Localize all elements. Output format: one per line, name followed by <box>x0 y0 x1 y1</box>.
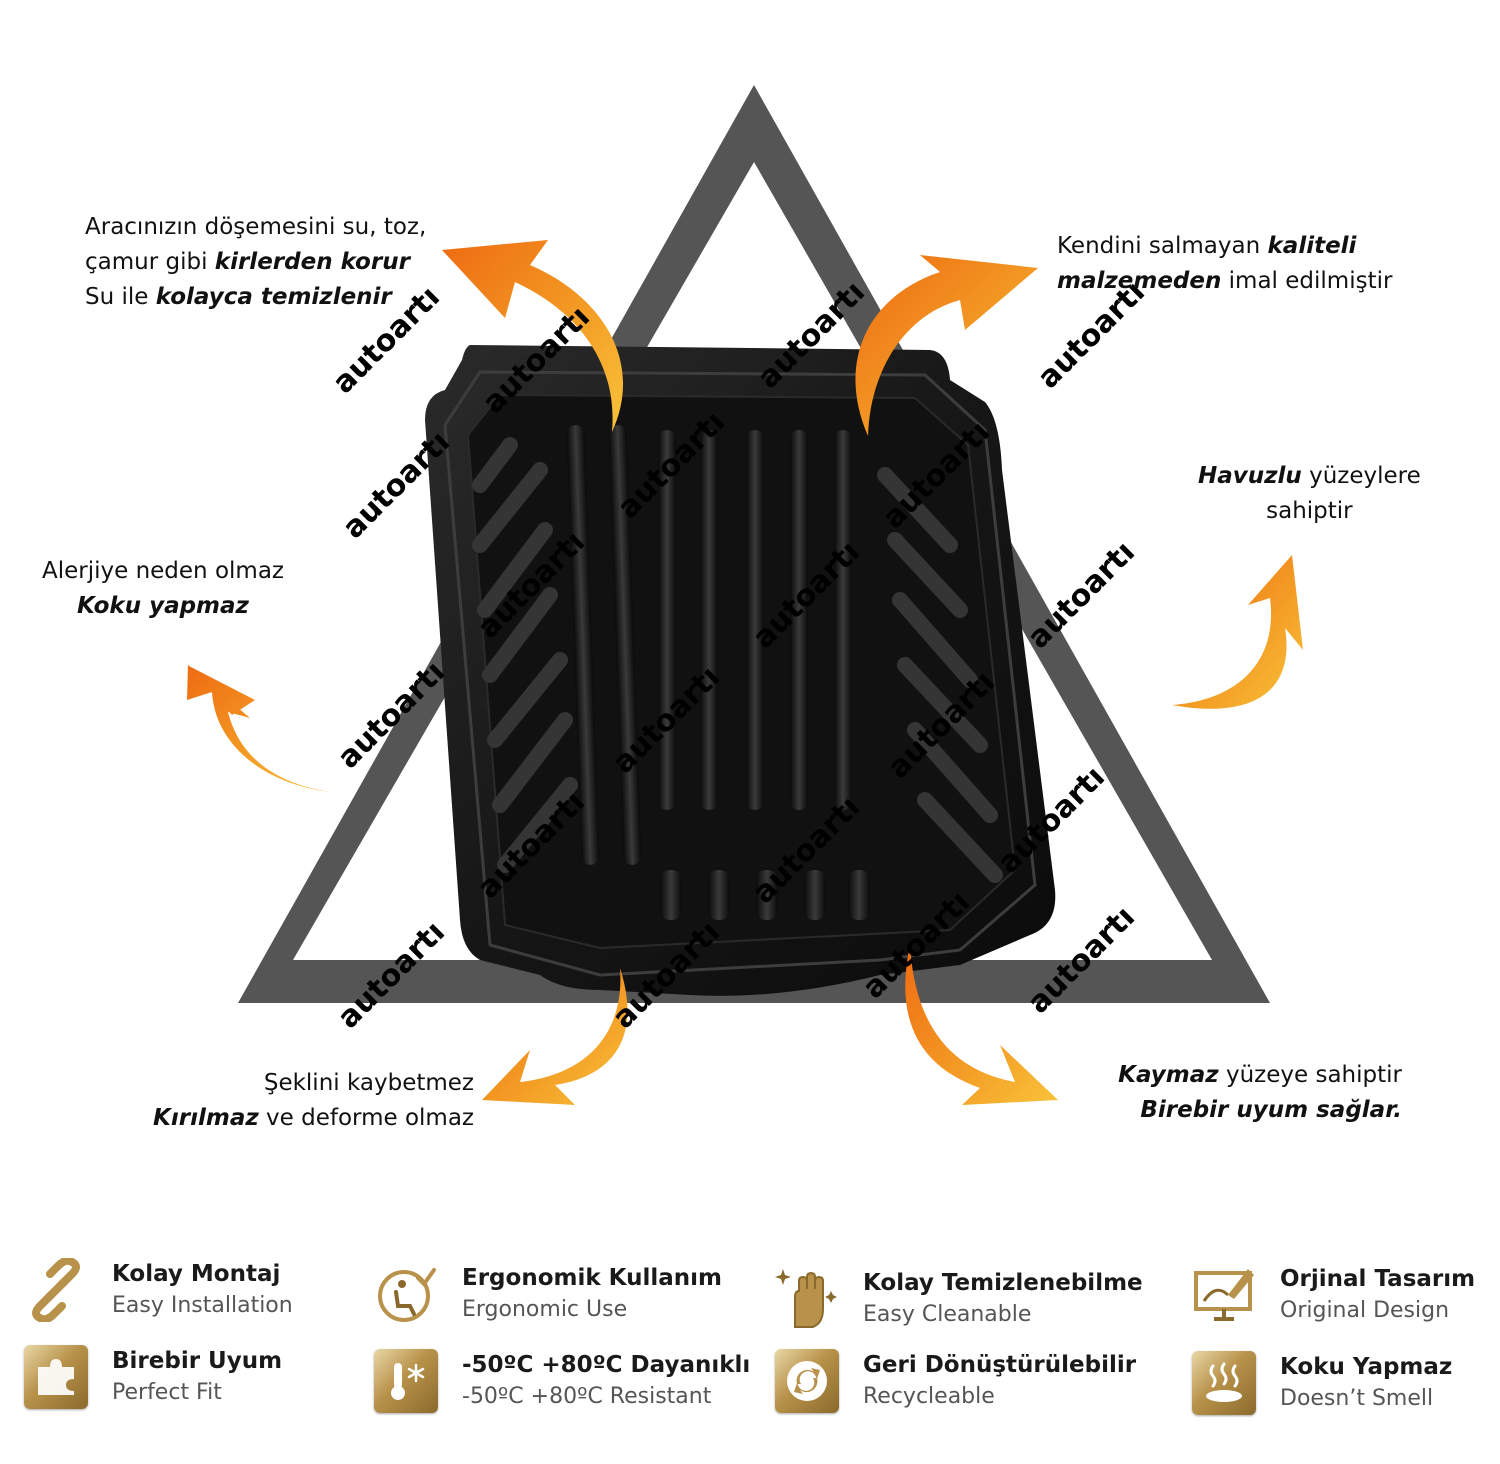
callout-line: Aracınızın döşemesini su, toz, <box>85 210 426 245</box>
feature-birebir-uyum: Birebir Uyum Perfect Fit <box>24 1342 384 1412</box>
callout-line: Koku yapmaz <box>42 589 284 624</box>
arrow-mid-right <box>1172 555 1303 709</box>
arrow-top-left <box>442 240 624 432</box>
feature-title: Ergonomik Kullanım <box>462 1265 722 1291</box>
callout-mid-right: Havuzlu yüzeylere sahiptir <box>1198 459 1421 529</box>
callout-line: Havuzlu yüzeylere <box>1198 459 1421 494</box>
feature-subtitle: Doesn’t Smell <box>1280 1386 1434 1411</box>
callout-line: Alerjiye neden olmaz <box>42 554 284 589</box>
feature-subtitle: Original Design <box>1280 1298 1450 1323</box>
callout-emphasis: kirlerden korur <box>214 249 410 275</box>
callout-line: Kendini salmayan kaliteli <box>1057 229 1392 264</box>
callout-emphasis: Birebir uyum sağlar. <box>1140 1097 1402 1123</box>
feature-subtitle: Recycleable <box>863 1384 995 1409</box>
callout-text: imal edilmiştir <box>1221 268 1393 294</box>
callout-line: Kaymaz yüzeye sahiptir <box>1100 1058 1402 1093</box>
trunk-tray-image <box>425 345 1056 996</box>
arrow-top-right <box>855 255 1038 436</box>
callout-line: malzemeden imal edilmiştir <box>1057 264 1392 299</box>
feature-subtitle: -50ºC +80ºC Resistant <box>462 1384 712 1409</box>
feature-title: Geri Dönüştürülebilir <box>863 1352 1137 1378</box>
arrow-bottom-left <box>482 968 628 1105</box>
callout-line: Kırılmaz ve deforme olmaz <box>140 1101 474 1136</box>
product-scene: autoartı autoartı autoartı autoartı auto… <box>187 85 1303 1105</box>
callout-top-left: Aracınızın döşemesini su, toz, çamur gibi… <box>85 210 426 315</box>
callout-text: Kendini salmayan <box>1057 233 1268 259</box>
feature-title: Kolay Temizlenebilme <box>863 1270 1143 1296</box>
feature-title: Orjinal Tasarım <box>1280 1266 1476 1292</box>
callout-emphasis: kolayca temizlenir <box>155 284 392 310</box>
feature-subtitle: Easy Installation <box>112 1293 293 1318</box>
feature-dayanikli: -50ºC +80ºC Dayanıklı -50ºC +80ºC Resist… <box>374 1346 750 1416</box>
callout-text: sahiptir <box>1266 498 1353 524</box>
callout-text: Aracınızın döşemesini su, toz, <box>85 214 427 240</box>
arrow-mid-left <box>187 665 332 792</box>
callout-line: Şeklini kaybetmez <box>140 1066 474 1101</box>
callout-line: çamur gibi kirlerden korur <box>85 245 426 280</box>
callout-emphasis: Havuzlu <box>1198 463 1302 489</box>
tray-diagonal-ribs <box>472 437 1003 883</box>
callout-emphasis: Koku yapmaz <box>77 593 249 619</box>
callout-text: yüzeylere <box>1301 463 1421 489</box>
callout-text: Şeklini kaybetmez <box>263 1070 474 1096</box>
callout-text: Alerjiye neden olmaz <box>42 558 284 584</box>
callout-line: Birebir uyum sağlar. <box>1100 1093 1402 1128</box>
feature-title: Birebir Uyum <box>112 1348 283 1374</box>
feature-kolay-montaj: Kolay Montaj Easy Installation <box>24 1255 384 1325</box>
feature-title: -50ºC +80ºC Dayanıklı <box>462 1352 751 1378</box>
design-monitor-icon <box>1192 1263 1256 1327</box>
feature-orjinal-tasarim: Orjinal Tasarım Original Design <box>1192 1260 1500 1330</box>
no-smell-icon <box>1192 1351 1256 1415</box>
callout-text: çamur gibi <box>85 249 215 275</box>
callout-emphasis: Kırılmaz <box>153 1105 259 1131</box>
callout-text: Su ile <box>85 284 156 310</box>
feature-subtitle: Perfect Fit <box>112 1380 222 1405</box>
feature-geri-donusturulebilir: Geri Dönüştürülebilir Recycleable <box>775 1346 1137 1416</box>
feature-kolay-temizlenebilme: Kolay Temizlenebilme Easy Cleanable <box>775 1264 1143 1334</box>
feature-subtitle: Easy Cleanable <box>863 1302 1032 1327</box>
recycle-icon <box>775 1349 839 1413</box>
callout-emphasis: Kaymaz <box>1118 1062 1219 1088</box>
feature-subtitle: Ergonomic Use <box>462 1297 628 1322</box>
callout-line: Su ile kolayca temizlenir <box>85 280 426 315</box>
callout-line: sahiptir <box>1198 494 1421 529</box>
feature-title: Koku Yapmaz <box>1280 1354 1453 1380</box>
puzzle-icon <box>24 1345 88 1409</box>
feature-ergonomik-kullanim: Ergonomik Kullanım Ergonomic Use <box>374 1259 734 1329</box>
arrow-bottom-right <box>905 945 1058 1105</box>
feature-title: Kolay Montaj <box>112 1261 281 1287</box>
tray-ribs <box>566 425 870 920</box>
feature-koku-yapmaz: Koku Yapmaz Doesn’t Smell <box>1192 1348 1500 1418</box>
callout-text: ve deforme olmaz <box>258 1105 474 1131</box>
callout-emphasis: kaliteli <box>1267 233 1357 259</box>
callout-emphasis: malzemeden <box>1057 268 1222 294</box>
ergonomic-seat-icon <box>374 1262 438 1326</box>
callout-text: yüzeye sahiptir <box>1218 1062 1402 1088</box>
thermometer-snowflake-icon <box>374 1349 438 1413</box>
chain-link-icon <box>24 1258 88 1322</box>
clean-hand-icon <box>775 1267 839 1331</box>
